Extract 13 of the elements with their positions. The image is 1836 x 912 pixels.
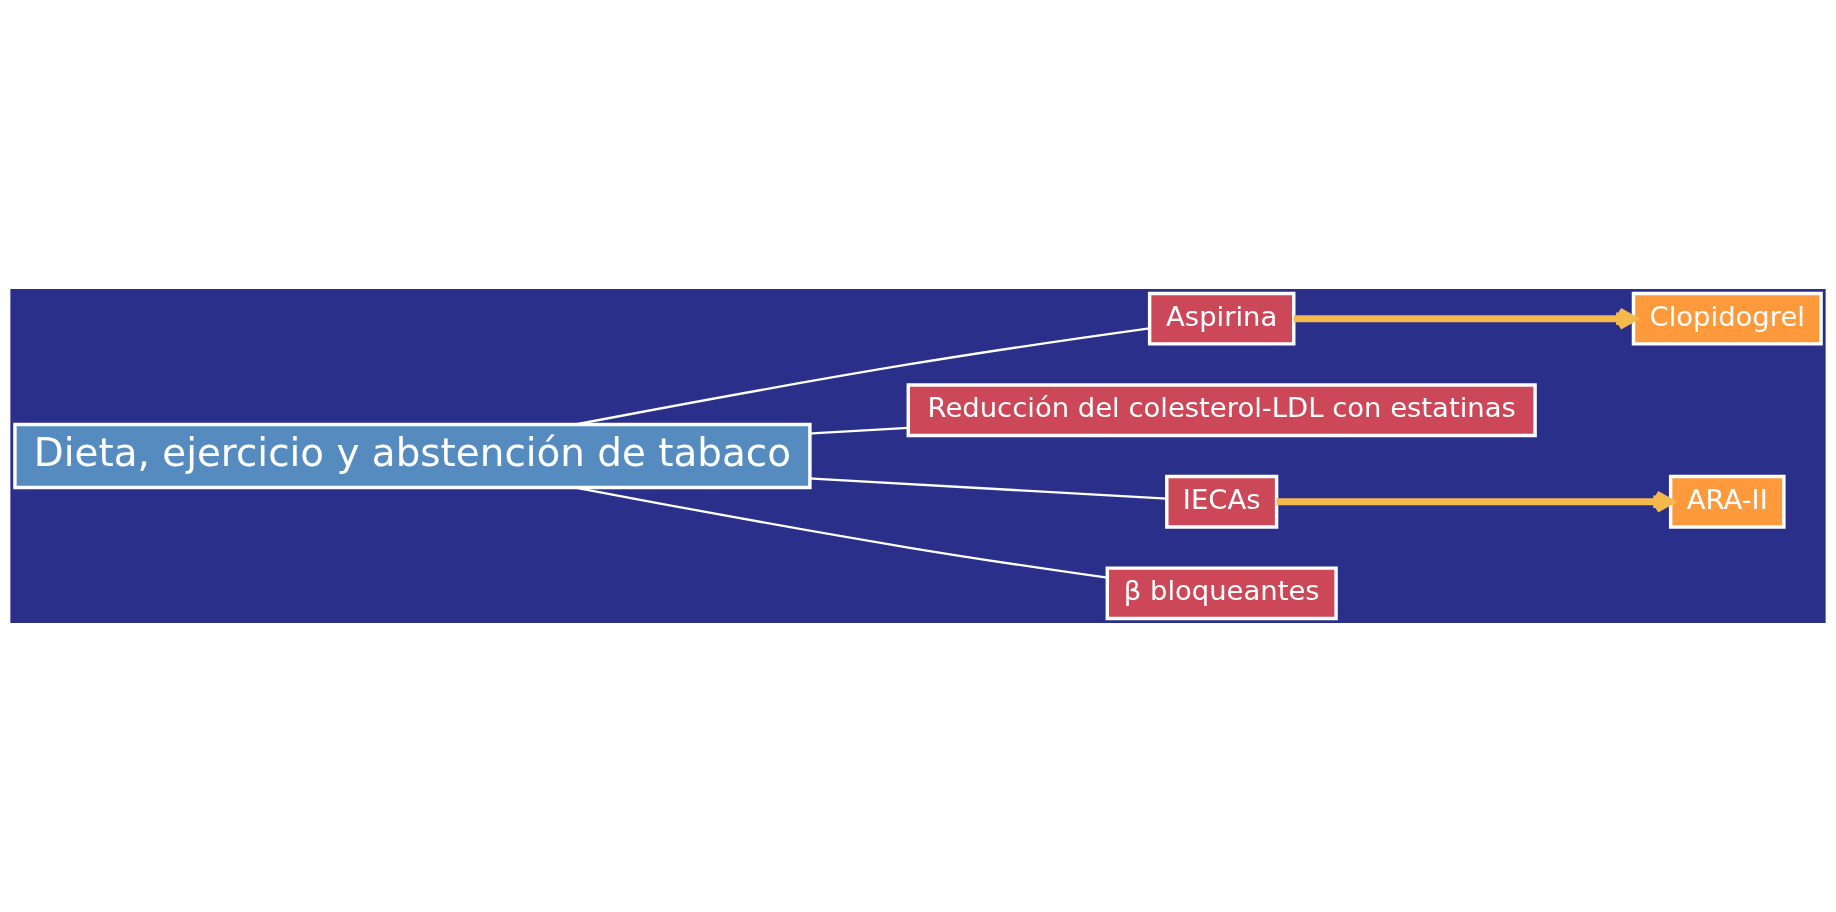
arrow [1293, 307, 1638, 330]
node-box: β bloqueantes [1105, 566, 1338, 621]
connector [575, 327, 1150, 426]
node-box: ARA-II [1668, 474, 1786, 529]
connector [575, 486, 1108, 579]
node-box: Clopidogrel [1631, 291, 1823, 346]
node-box: IECAs [1165, 474, 1279, 529]
node-box: Aspirina [1147, 291, 1296, 346]
connector [809, 426, 909, 435]
arrow [1276, 490, 1675, 513]
node-box: Dieta, ejercicio y abstención de tabaco [13, 422, 812, 490]
connector [809, 477, 1167, 500]
node-box: Reducción del colesterol-LDL con estatinas [906, 383, 1537, 438]
